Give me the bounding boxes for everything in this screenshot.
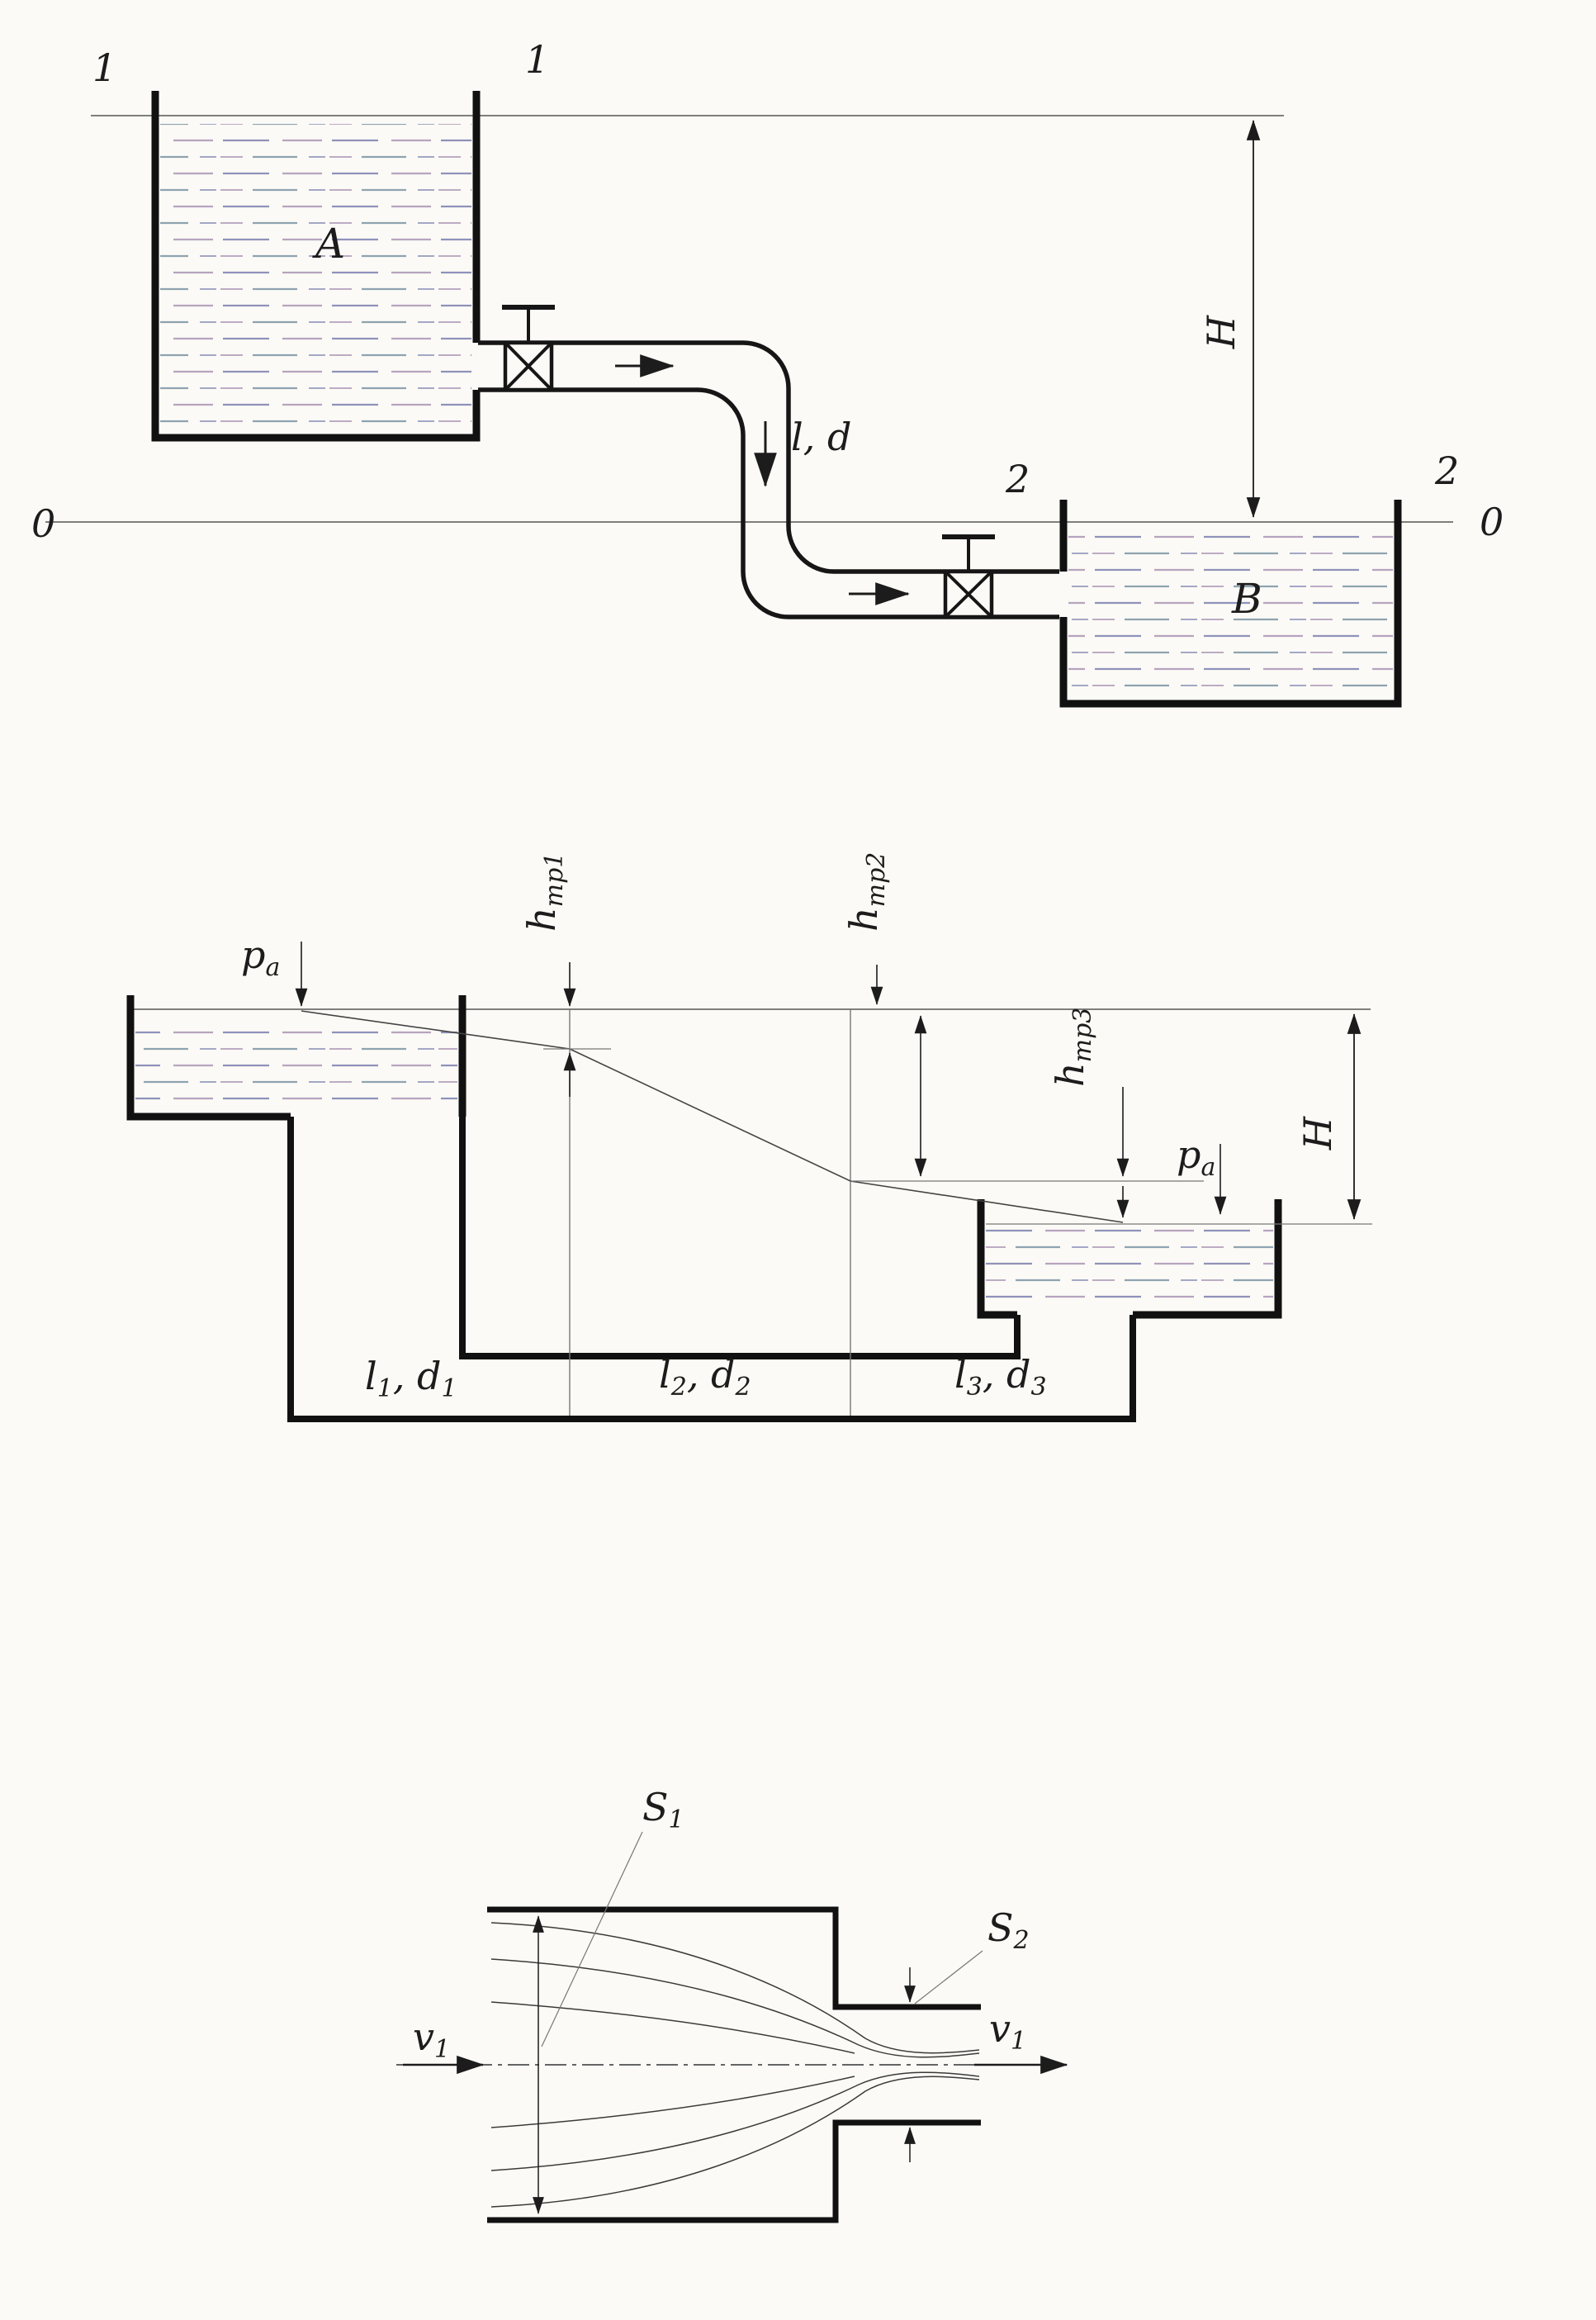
section-2-label: l2, d2: [659, 1352, 751, 1402]
valve-2-icon: [942, 534, 995, 619]
water-tank-b: [1068, 533, 1393, 698]
water-tank-a: [160, 124, 471, 433]
s2-leader-line: [914, 1950, 983, 2004]
s1-leader-line: [541, 1831, 643, 2047]
pa-right-label: pa: [1177, 1132, 1215, 1182]
v1-left-label: v1: [413, 2014, 450, 2064]
v1-right-label: v1: [989, 2006, 1026, 2056]
pipe-l-d: [478, 340, 1059, 619]
diagram-two-tanks: H 1 1 2 2 0 0 A B l, d: [31, 37, 1504, 708]
head-h-label: H: [1199, 315, 1243, 349]
section-1-left-label: 1: [92, 45, 116, 90]
grade-line: [301, 1010, 1124, 1223]
s1-label: S1: [642, 1785, 684, 1834]
contraction-pipe-walls: [487, 1906, 981, 2223]
head-h2-label: H: [1295, 1116, 1340, 1151]
pipeline-inner: [459, 1117, 1021, 1359]
datum-0-left-label: 0: [31, 501, 55, 546]
valve-1-icon: [502, 305, 555, 392]
pipeline-outer: [287, 1117, 1136, 1422]
tank-a-walls: [151, 91, 481, 442]
water-upper-tank: [135, 1018, 457, 1112]
section-2-right-label: 2: [1434, 448, 1459, 493]
s2-label: S2: [987, 1905, 1030, 1955]
diagram-three-section-pipeline: pa pa hтр1 hтр2 hтр3 H l1, d1 l2, d2 l3,…: [126, 852, 1372, 1422]
tank-a-label: A: [312, 220, 345, 268]
water-lower-tank: [986, 1227, 1273, 1310]
datum-0-right-label: 0: [1480, 500, 1504, 544]
upper-tank-walls: [126, 995, 466, 1121]
htr1-label: hтр1: [519, 852, 569, 932]
section-1-label: l1, d1: [365, 1354, 457, 1403]
tank-b-walls: [1059, 500, 1402, 708]
htr2-label: hтр2: [841, 852, 891, 932]
diagram-sudden-contraction: v1 v1 S1 S2: [396, 1785, 1068, 2223]
streamlines: [490, 1922, 980, 2208]
tank-b-label: B: [1231, 575, 1262, 623]
lower-tank-walls: [977, 1199, 1282, 1319]
pa-left-label: pa: [241, 932, 280, 982]
section-1-right-label: 1: [525, 37, 549, 82]
section-2-left-label: 2: [1005, 457, 1030, 501]
htr3-label: hтр3: [1048, 1008, 1097, 1087]
section-3-label: l3, d3: [954, 1352, 1047, 1402]
pipe-ld-label: l, d: [791, 415, 851, 459]
